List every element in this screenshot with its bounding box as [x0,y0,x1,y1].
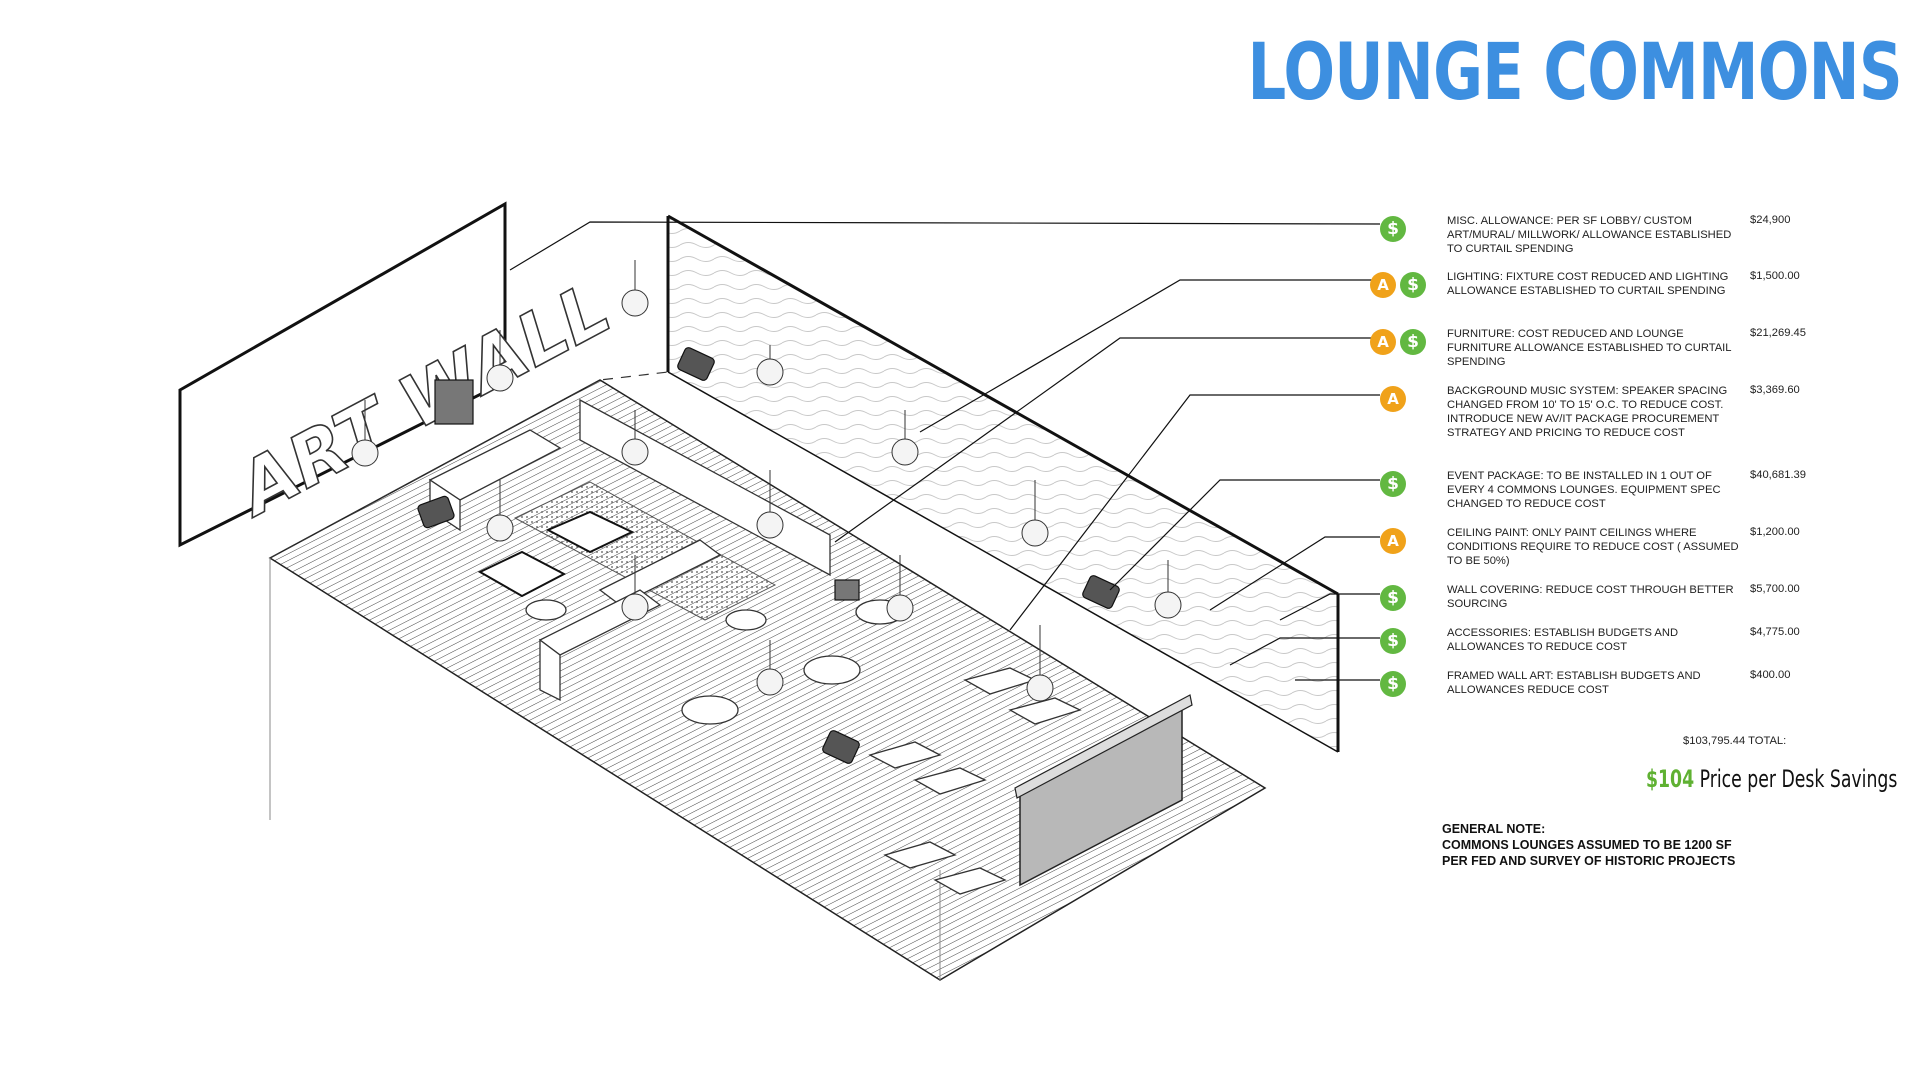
general-note-line: COMMONS LOUNGES ASSUMED TO BE 1200 SF [1442,838,1732,852]
cost-item: $ EVENT PACKAGE: TO BE INSTALLED IN 1 OU… [1370,469,1890,527]
design-icon: A [1380,528,1406,554]
item-description: CEILING PAINT: ONLY PAINT CEILINGS WHERE… [1447,527,1739,567]
item-description: MISC. ALLOWANCE: PER SF LOBBY/ CUSTOM AR… [1447,215,1732,255]
cafe-tables [868,667,1082,895]
dollar-icon: $ [1380,671,1406,697]
cost-item: $ FRAMED WALL ART: ESTABLISH BUDGETS AND… [1370,669,1890,727]
item-cost: $5,700.00 [1750,583,1800,595]
general-note-heading: GENERAL NOTE: [1442,822,1546,836]
coffee-tables [477,510,635,598]
item-icons: $ [1370,585,1430,613]
item-cost: $400.00 [1750,669,1791,681]
item-description: EVENT PACKAGE: TO BE INSTALLED IN 1 OUT … [1447,470,1721,510]
item-cost: $24,900 [1750,214,1791,226]
dollar-icon: $ [1380,216,1406,242]
price-per-desk-amount: $104 [1646,765,1695,793]
item-icons: A [1370,386,1430,414]
item-description: FURNITURE: COST REDUCED AND LOUNGE FURNI… [1447,328,1732,368]
general-note-line: PER FED AND SURVEY OF HISTORIC PROJECTS [1442,854,1736,868]
cost-item: $ ACCESSORIES: ESTABLISH BUDGETS AND ALL… [1370,626,1890,684]
item-description: BACKGROUND MUSIC SYSTEM: SPEAKER SPACING… [1447,385,1728,439]
item-icons: $ [1370,216,1430,244]
cost-item: $ MISC. ALLOWANCE: PER SF LOBBY/ CUSTOM … [1370,214,1890,272]
cost-item: A CEILING PAINT: ONLY PAINT CEILINGS WHE… [1370,526,1890,584]
design-icon: A [1370,329,1396,355]
item-icons: $ [1370,628,1430,656]
dollar-icon: $ [1400,272,1426,298]
item-description: WALL COVERING: REDUCE COST THROUGH BETTE… [1447,584,1734,610]
dollar-icon: $ [1380,628,1406,654]
item-icons: A [1370,528,1430,556]
cost-item: A BACKGROUND MUSIC SYSTEM: SPEAKER SPACI… [1370,384,1890,442]
cost-item: A $ LIGHTING: FIXTURE COST REDUCED AND L… [1370,270,1890,328]
cost-item: $ WALL COVERING: REDUCE COST THROUGH BET… [1370,583,1890,641]
general-note: GENERAL NOTE: COMMONS LOUNGES ASSUMED TO… [1442,821,1735,869]
item-cost: $4,775.00 [1750,626,1800,638]
item-icons: A $ [1370,329,1430,357]
design-icon: A [1380,386,1406,412]
item-cost: $21,269.45 [1750,327,1806,339]
price-per-desk-label: Price per Desk Savings [1699,765,1898,793]
item-description: ACCESSORIES: ESTABLISH BUDGETS AND ALLOW… [1447,627,1679,653]
design-icon: A [1370,272,1396,298]
dollar-icon: $ [1380,471,1406,497]
item-icons: $ [1370,671,1430,699]
item-cost: $1,200.00 [1750,526,1800,538]
speakers [417,347,1120,764]
page-title: LOUNGE COMMONS [1247,28,1903,118]
dollar-icon: $ [1380,585,1406,611]
cost-item: A $ FURNITURE: COST REDUCED AND LOUNGE F… [1370,327,1890,385]
item-description: LIGHTING: FIXTURE COST REDUCED AND LIGHT… [1447,271,1729,297]
pendant-lights [351,260,1182,702]
leader-lines [509,221,1381,681]
item-icons: A $ [1370,272,1430,300]
total-cost: $103,795.44 TOTAL: [1683,735,1787,747]
item-cost: $40,681.39 [1750,469,1806,481]
item-description: FRAMED WALL ART: ESTABLISH BUDGETS AND A… [1447,670,1701,696]
price-per-desk: $104 Price per Desk Savings [1646,765,1897,793]
item-cost: $3,369.60 [1750,384,1800,396]
dollar-icon: $ [1400,329,1426,355]
item-cost: $1,500.00 [1750,270,1800,282]
item-icons: $ [1370,471,1430,499]
